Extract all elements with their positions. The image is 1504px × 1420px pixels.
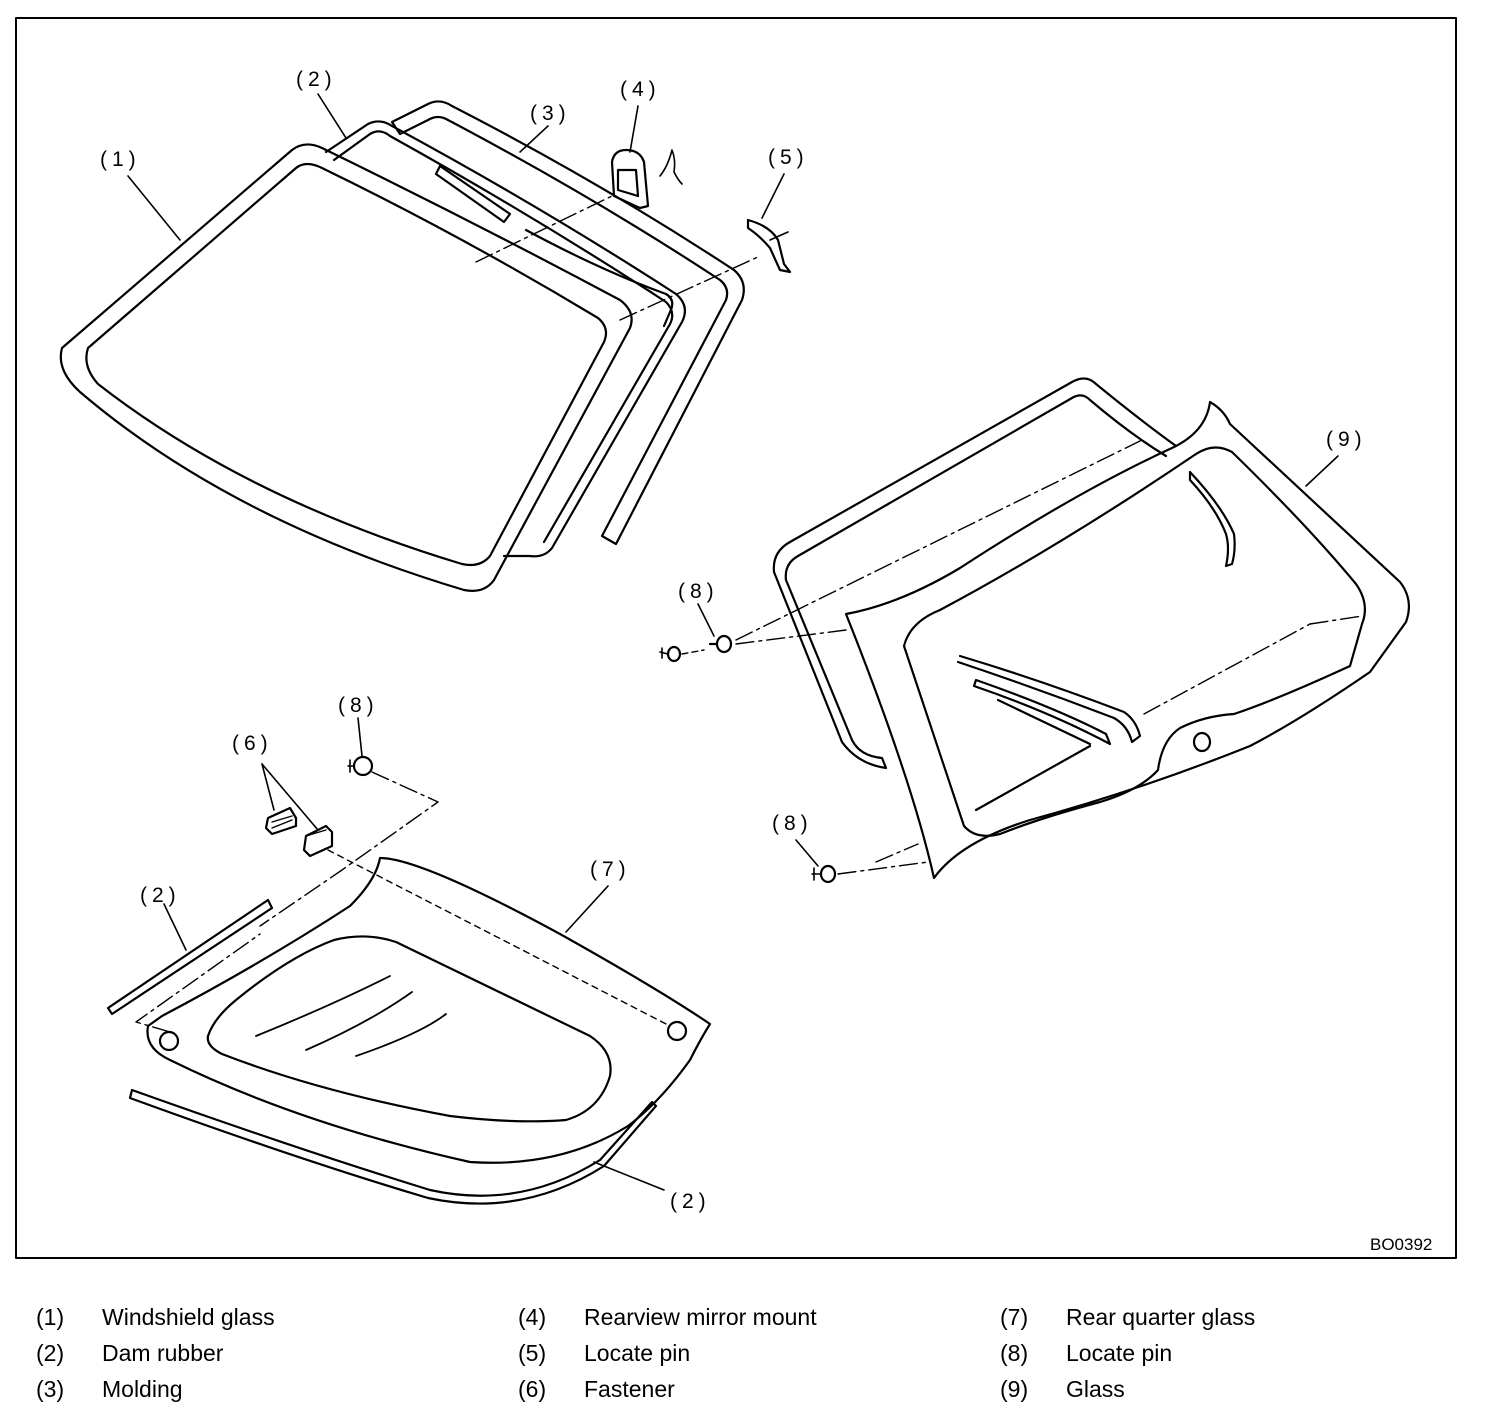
legend-label: Molding bbox=[102, 1376, 183, 1402]
callout-1: (1) bbox=[100, 148, 141, 171]
windshield-alignment-lines bbox=[475, 195, 761, 321]
callout-8-lower: (8) bbox=[772, 812, 813, 835]
windshield-glass bbox=[59, 143, 633, 592]
parts-legend: (1) Windshield glass (2) Dam rubber (3) … bbox=[0, 1296, 1504, 1416]
quarter-dam-rubber-bottom bbox=[128, 1088, 658, 1205]
back-glass bbox=[844, 400, 1411, 880]
quarter-dam-rubber-top bbox=[106, 898, 274, 1016]
locate-pin-8-upper bbox=[659, 634, 733, 663]
leader-lines bbox=[127, 93, 1339, 1191]
legend-number: (6) bbox=[518, 1376, 547, 1402]
callout-7: (7) bbox=[590, 858, 631, 881]
callout-2-quarter-top: (2) bbox=[140, 884, 181, 907]
legend-number: (5) bbox=[518, 1340, 547, 1366]
windshield-dam-rubber bbox=[324, 120, 687, 558]
legend-label: Glass bbox=[1066, 1376, 1125, 1402]
legend-label: Windshield glass bbox=[102, 1304, 275, 1330]
legend-number: (7) bbox=[1000, 1304, 1029, 1330]
callout-4: (4) bbox=[620, 78, 661, 101]
legend-label: Dam rubber bbox=[102, 1340, 224, 1366]
fastener-6 bbox=[264, 806, 334, 858]
diagram-code: BO0392 bbox=[1370, 1235, 1432, 1254]
quarter-alignment-lines bbox=[135, 771, 671, 1033]
callout-8-quarter: (8) bbox=[338, 694, 379, 717]
callout-2-quarter-bottom: (2) bbox=[670, 1190, 711, 1213]
rear-quarter-glass bbox=[146, 856, 712, 1164]
legend-number: (8) bbox=[1000, 1340, 1029, 1366]
legend-number: (2) bbox=[36, 1340, 65, 1366]
legend-label: Locate pin bbox=[1066, 1340, 1173, 1366]
exploded-parts-diagram: (1) (2) (3) (4) (5) (9) (8) (8) (8) (6) … bbox=[15, 17, 1457, 1259]
back-glass-alignment-lines bbox=[735, 439, 1363, 875]
callout-2-windshield: (2) bbox=[296, 68, 337, 91]
legend-number: (4) bbox=[518, 1304, 547, 1330]
callout-5: (5) bbox=[768, 146, 809, 169]
rearview-mirror-mount bbox=[610, 148, 683, 210]
legend-label: Rearview mirror mount bbox=[584, 1304, 817, 1330]
legend-number: (1) bbox=[36, 1304, 65, 1330]
callout-9: (9) bbox=[1326, 428, 1367, 451]
callout-8-upper: (8) bbox=[678, 580, 719, 603]
locate-pin-8-lower bbox=[811, 864, 837, 884]
back-glass-dam-rubber bbox=[772, 377, 1178, 770]
legend-label: Locate pin bbox=[584, 1340, 691, 1366]
legend-number: (3) bbox=[36, 1376, 65, 1402]
legend-label: Fastener bbox=[584, 1376, 675, 1402]
locate-pin-8-quarter bbox=[347, 755, 374, 777]
locate-pin-5 bbox=[746, 218, 792, 274]
diagram-frame bbox=[15, 17, 1457, 1259]
legend-number: (9) bbox=[1000, 1376, 1029, 1402]
legend-label: Rear quarter glass bbox=[1066, 1304, 1256, 1330]
callout-3: (3) bbox=[530, 102, 571, 125]
windshield-molding bbox=[390, 100, 745, 546]
callout-6: (6) bbox=[232, 732, 273, 755]
